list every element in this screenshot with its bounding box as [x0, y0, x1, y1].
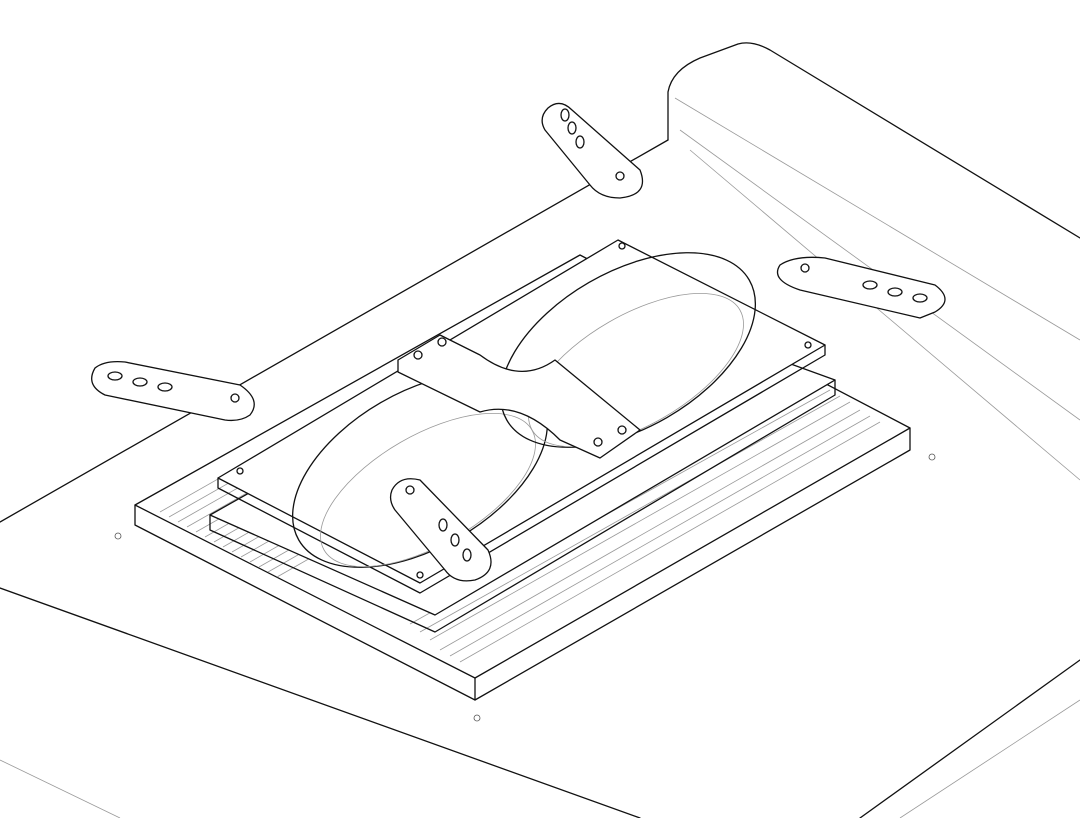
fan-right	[499, 252, 757, 448]
mounting-bracket-top	[541, 102, 644, 199]
base-plate	[0, 42, 1080, 818]
mounting-bracket-right	[776, 256, 946, 319]
mounting-bracket-left	[91, 360, 255, 422]
mounting-bracket-front	[389, 478, 492, 582]
center-bracket	[397, 334, 641, 459]
